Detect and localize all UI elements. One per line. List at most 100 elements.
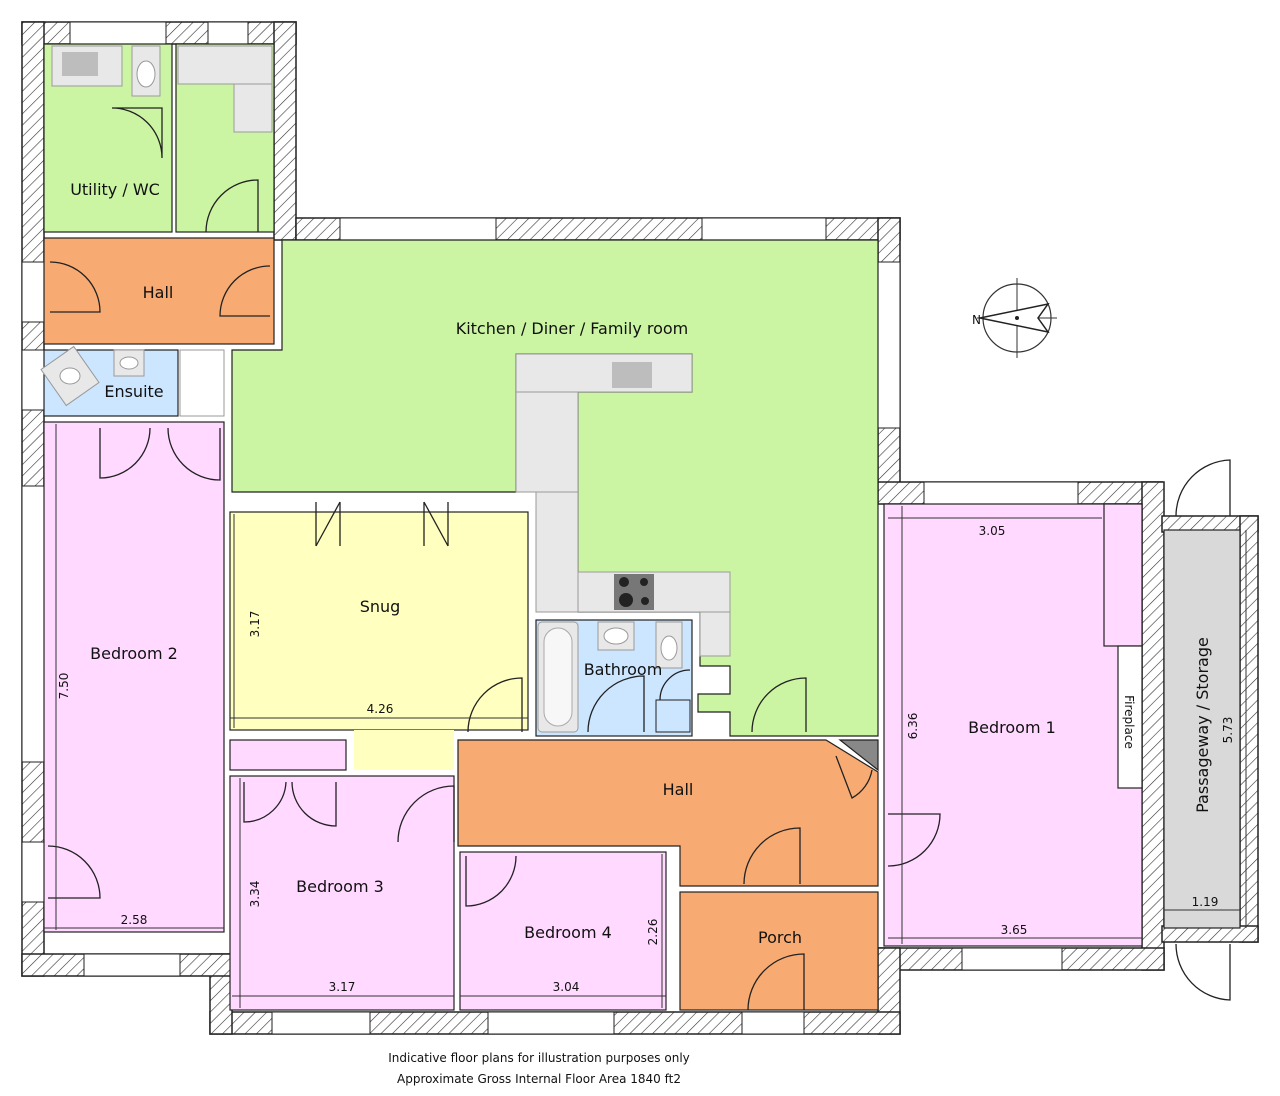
door-hall-left bbox=[49, 261, 101, 313]
wall-passage-right bbox=[1239, 515, 1259, 943]
label-snug: Snug bbox=[360, 597, 401, 616]
room-porch bbox=[679, 891, 879, 1011]
dim-bed1-width: 3.05 bbox=[979, 524, 1006, 538]
door-snug-2 bbox=[423, 501, 449, 547]
room-bed1-alcove bbox=[1103, 503, 1143, 647]
dim-bed2-length: 7.50 bbox=[57, 673, 71, 700]
label-fireplace: Fireplace bbox=[1122, 695, 1136, 749]
wall-bed1-right bbox=[1141, 481, 1165, 971]
cupboard-hall bbox=[838, 739, 879, 772]
ensuite-basin-bowl bbox=[119, 356, 139, 370]
door-kitchen-hall bbox=[751, 677, 807, 733]
door-hall-cupboard bbox=[835, 755, 873, 799]
window-wc bbox=[207, 21, 249, 45]
hob-ring-3 bbox=[619, 593, 633, 607]
window-hall-side bbox=[21, 261, 45, 323]
dim-bed3-width: 3.17 bbox=[329, 980, 356, 994]
label-kitchen: Kitchen / Diner / Family room bbox=[456, 319, 689, 338]
wc-toilet-bowl bbox=[136, 60, 156, 88]
kitchen-island-top bbox=[515, 353, 693, 393]
dimension-labels: 3.05 6.36 3.65 5.73 1.19 3.17 4.26 7.50 … bbox=[57, 524, 1235, 994]
caption: Indicative floor plans for illustration … bbox=[388, 1051, 690, 1086]
room-bedroom4 bbox=[459, 851, 667, 1011]
door-bed3-wardrobe-a bbox=[243, 781, 287, 823]
label-bedroom2: Bedroom 2 bbox=[90, 644, 178, 663]
window-bed2-side bbox=[21, 485, 45, 763]
door-snug-1a bbox=[315, 501, 341, 547]
label-hall-upper: Hall bbox=[143, 283, 174, 302]
dim-bed1-length: 6.36 bbox=[906, 713, 920, 740]
room-bedroom1 bbox=[883, 503, 1143, 947]
hob-ring-2 bbox=[640, 578, 648, 586]
wall-utility-right bbox=[273, 21, 297, 241]
window-ensuite-side bbox=[21, 349, 45, 411]
dimension-lines bbox=[44, 424, 1247, 1008]
window-bed3-bottom bbox=[271, 1011, 371, 1035]
door-bed2-side bbox=[47, 845, 101, 899]
compass-needle bbox=[979, 302, 1050, 334]
door-passage-top bbox=[1175, 459, 1231, 517]
label-bedroom4: Bedroom 4 bbox=[524, 923, 612, 942]
wc-counter bbox=[177, 45, 273, 85]
hob-ring-1 bbox=[619, 577, 629, 587]
label-hall-main: Hall bbox=[663, 780, 694, 799]
compass: N bbox=[972, 278, 1057, 358]
door-bed1 bbox=[887, 813, 941, 867]
door-porch-inner bbox=[743, 827, 801, 885]
room-bed3-wardrobe bbox=[229, 739, 347, 771]
door-bed2-b bbox=[167, 427, 221, 481]
window-bed2-door-side bbox=[21, 841, 45, 903]
ensuite-toilet-bowl bbox=[59, 367, 81, 385]
dim-bed3-height: 3.34 bbox=[248, 881, 262, 908]
door-bed4 bbox=[465, 855, 517, 907]
dim-bed4-width: 3.04 bbox=[553, 980, 580, 994]
door-snug-1b bbox=[315, 502, 341, 546]
door-bed2-a bbox=[99, 427, 151, 479]
bath-toilet-bowl bbox=[660, 635, 678, 661]
fixtures bbox=[40, 45, 731, 733]
dim-snug-height: 3.17 bbox=[248, 611, 262, 638]
bath-tub-inner bbox=[543, 627, 573, 727]
kitchen-counter-right bbox=[699, 611, 731, 657]
doors bbox=[47, 107, 1231, 1011]
dim-passage-length: 5.73 bbox=[1221, 717, 1235, 744]
rooms bbox=[43, 43, 1241, 1011]
bath-basin-bowl bbox=[603, 627, 629, 645]
utility-sink-basin bbox=[62, 52, 98, 76]
door-front bbox=[747, 953, 805, 1011]
bath-cupboard bbox=[655, 699, 691, 733]
windows bbox=[21, 21, 1079, 1035]
door-bed3 bbox=[397, 785, 455, 843]
window-utility bbox=[69, 21, 167, 45]
label-bedroom3: Bedroom 3 bbox=[296, 877, 384, 896]
door-hall-right bbox=[219, 265, 271, 317]
window-porch-bottom bbox=[741, 1011, 805, 1035]
fireplace-block bbox=[1117, 645, 1143, 789]
window-kitchen-1 bbox=[339, 217, 497, 241]
room-hall-upper bbox=[43, 237, 275, 345]
window-kitchen-side bbox=[877, 261, 901, 429]
wc-counter-2 bbox=[233, 83, 273, 133]
door-utility bbox=[111, 107, 163, 159]
label-utility: Utility / WC bbox=[70, 180, 160, 199]
hob-ring-4 bbox=[641, 597, 649, 605]
dim-passage-width: 1.19 bbox=[1192, 895, 1219, 909]
room-passageway bbox=[1163, 529, 1241, 929]
door-passage-bottom bbox=[1175, 943, 1231, 1001]
dim-bed1-bottom: 3.65 bbox=[1001, 923, 1028, 937]
room-labels: Utility / WC Hall Ensuite Kitchen / Dine… bbox=[70, 180, 1212, 947]
room-snug-nook bbox=[354, 730, 454, 770]
dim-bed4-height: 2.26 bbox=[646, 919, 660, 946]
kitchen-counter-lower bbox=[535, 491, 579, 613]
label-ensuite: Ensuite bbox=[104, 382, 163, 401]
window-bed4-bottom bbox=[487, 1011, 615, 1035]
label-porch: Porch bbox=[758, 928, 802, 947]
door-wc bbox=[205, 179, 259, 233]
door-bed3-wardrobe-b bbox=[291, 781, 337, 827]
kitchen-sink bbox=[612, 362, 652, 388]
room-bedroom2 bbox=[43, 421, 225, 933]
door-snug-hall bbox=[467, 677, 523, 733]
caption-line-2: Approximate Gross Internal Floor Area 18… bbox=[397, 1072, 681, 1086]
label-passageway: Passageway / Storage bbox=[1193, 637, 1212, 813]
